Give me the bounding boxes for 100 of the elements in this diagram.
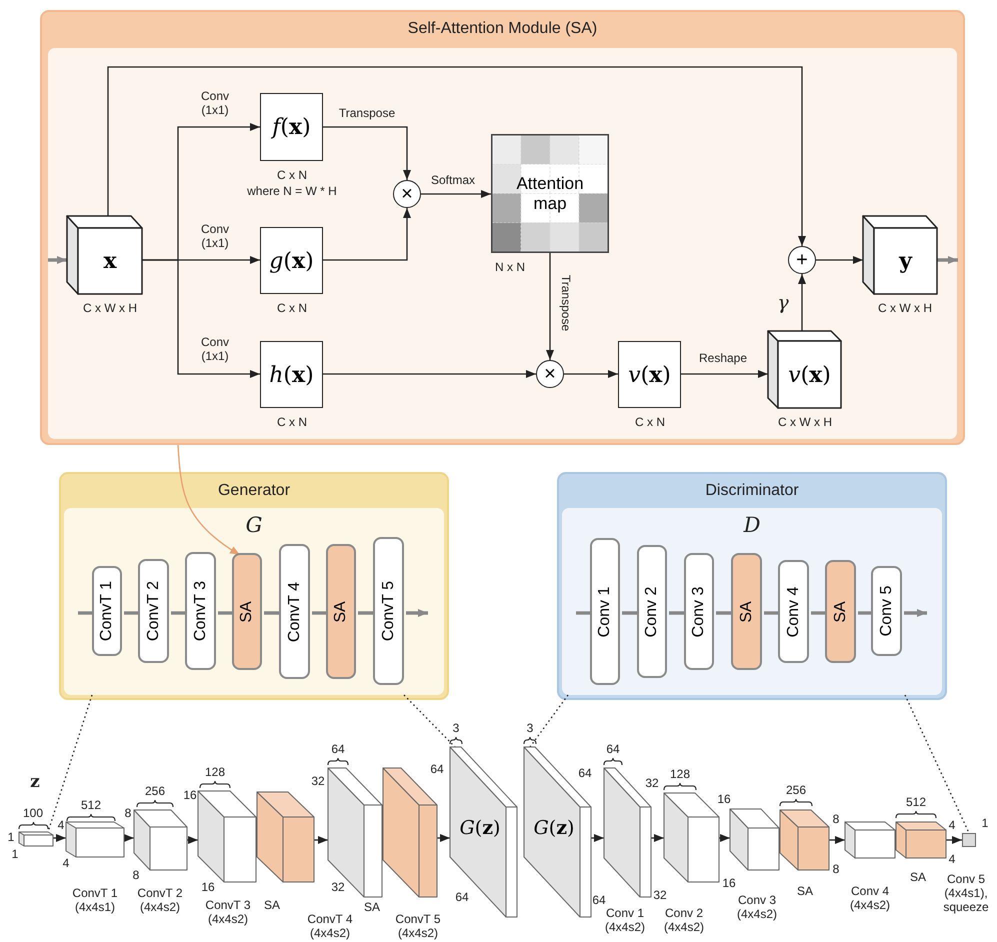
layer-label: ConvT 5: [380, 580, 398, 642]
arrow: [107, 66, 806, 246]
module-panel: [557, 472, 947, 700]
panel-title: Discriminator: [705, 482, 799, 500]
network-body-panel: [562, 508, 942, 695]
zoom-line: [904, 694, 970, 834]
panel-title: Generator: [218, 482, 290, 500]
edge-label: Softmax: [429, 173, 477, 187]
node-caption: 8: [832, 862, 840, 876]
layer-box: [778, 560, 809, 663]
node-caption: 256: [784, 783, 808, 797]
layer-label: Conv 5: [878, 586, 896, 636]
arrow: [187, 836, 198, 844]
layer-label: ConvT 1: [98, 580, 116, 642]
network-symbol: G: [246, 513, 262, 537]
node-caption: C x W x H: [777, 415, 833, 429]
node-caption: C x N: [634, 415, 666, 429]
operator-symbol: +: [796, 250, 808, 270]
arrow: [681, 370, 768, 378]
output-square: [962, 833, 976, 847]
node-caption: 4: [948, 818, 956, 832]
arrow: [406, 609, 428, 617]
arrow: [946, 836, 962, 844]
node-caption: C x N: [276, 168, 308, 182]
math-label: f(x): [272, 114, 311, 140]
arrow: [546, 253, 554, 360]
node-caption: Conv 5 (4x4s1), squeeze: [942, 872, 990, 914]
node-caption: ConvT 1 (4x4s1): [71, 886, 119, 914]
arrow: [719, 834, 730, 842]
edge-label: Transpose: [336, 106, 398, 120]
node-caption: 4: [62, 856, 70, 870]
node-caption: ConvT 4 (4x4s2): [306, 912, 354, 940]
layer-box: [279, 544, 310, 679]
node-caption: 100: [22, 806, 44, 820]
layer-box: [590, 538, 620, 685]
layer-box: [871, 566, 902, 656]
connector-line: [124, 611, 140, 615]
math-label: x: [103, 248, 117, 274]
connector-line: [811, 611, 827, 615]
connector-line: [716, 611, 733, 615]
edge-label: Transpose: [559, 272, 573, 334]
layer-box: [684, 553, 714, 670]
node-caption: 64: [577, 766, 593, 780]
node-caption: 256: [144, 784, 166, 798]
layer-label: SA: [738, 600, 756, 622]
node-caption: 64: [454, 890, 470, 904]
arrow: [124, 834, 134, 842]
math-label: v(x): [788, 362, 831, 388]
connector-line: [858, 611, 873, 615]
node-caption: 32: [644, 776, 660, 790]
network-symbol: D: [744, 513, 760, 537]
node-caption: 32: [652, 888, 668, 902]
math-label: h(x): [269, 362, 314, 388]
connector-line: [218, 611, 234, 615]
layer-label: SA: [238, 600, 256, 622]
node-caption: where N = W * H: [246, 184, 338, 198]
connector-line: [312, 611, 328, 615]
node-caption: Conv 3 (4x4s2): [736, 893, 778, 921]
node-caption: 16: [716, 792, 732, 806]
node-caption: 64: [591, 893, 606, 907]
node-caption: 4: [56, 818, 66, 832]
layer-box: [825, 560, 856, 663]
node-caption: SA: [262, 898, 281, 912]
node-caption: C x W x H: [82, 301, 138, 315]
arrow: [323, 208, 411, 261]
feature-box: [260, 93, 323, 161]
node-caption: ConvT 5 (4x4s2): [394, 912, 442, 940]
node-caption: ConvT 3 (4x4s2): [204, 898, 252, 926]
node-caption: 64: [330, 742, 346, 756]
layer-box: [373, 537, 404, 685]
layer-label: Conv 3: [690, 586, 708, 637]
node-caption: ConvT 2 (4x4s2): [136, 886, 184, 914]
node-caption: 128: [668, 767, 692, 781]
arrow: [323, 126, 411, 180]
arrow: [829, 836, 845, 844]
arrow: [314, 836, 328, 844]
connector-line: [78, 611, 94, 615]
map-label: Attention map: [515, 174, 585, 214]
arrow: [798, 274, 806, 331]
node-caption: Conv 2 (4x4s2): [662, 906, 705, 934]
node-caption: 8: [832, 812, 840, 826]
zoom-line: [47, 694, 93, 832]
arrow: [904, 609, 927, 617]
node-caption: C x W x H: [877, 301, 933, 315]
connector-line: [764, 611, 780, 615]
panel-title: Self-Attention Module (SA): [408, 20, 598, 38]
arrow: [53, 834, 66, 842]
node-caption: N x N: [494, 260, 526, 274]
node-caption: 16: [721, 876, 737, 890]
feature-box: [260, 227, 323, 294]
arrow: [421, 190, 491, 198]
layer-label: Conv 2: [643, 586, 661, 637]
node-caption: 64: [429, 762, 445, 776]
layer-box: [185, 552, 216, 670]
zoom-line: [404, 694, 456, 748]
zoom-line: [529, 694, 569, 748]
arrow: [816, 256, 863, 264]
layer-box: [731, 553, 762, 670]
layer-label: Conv 1: [596, 586, 614, 637]
operator-symbol: ×: [401, 184, 413, 204]
